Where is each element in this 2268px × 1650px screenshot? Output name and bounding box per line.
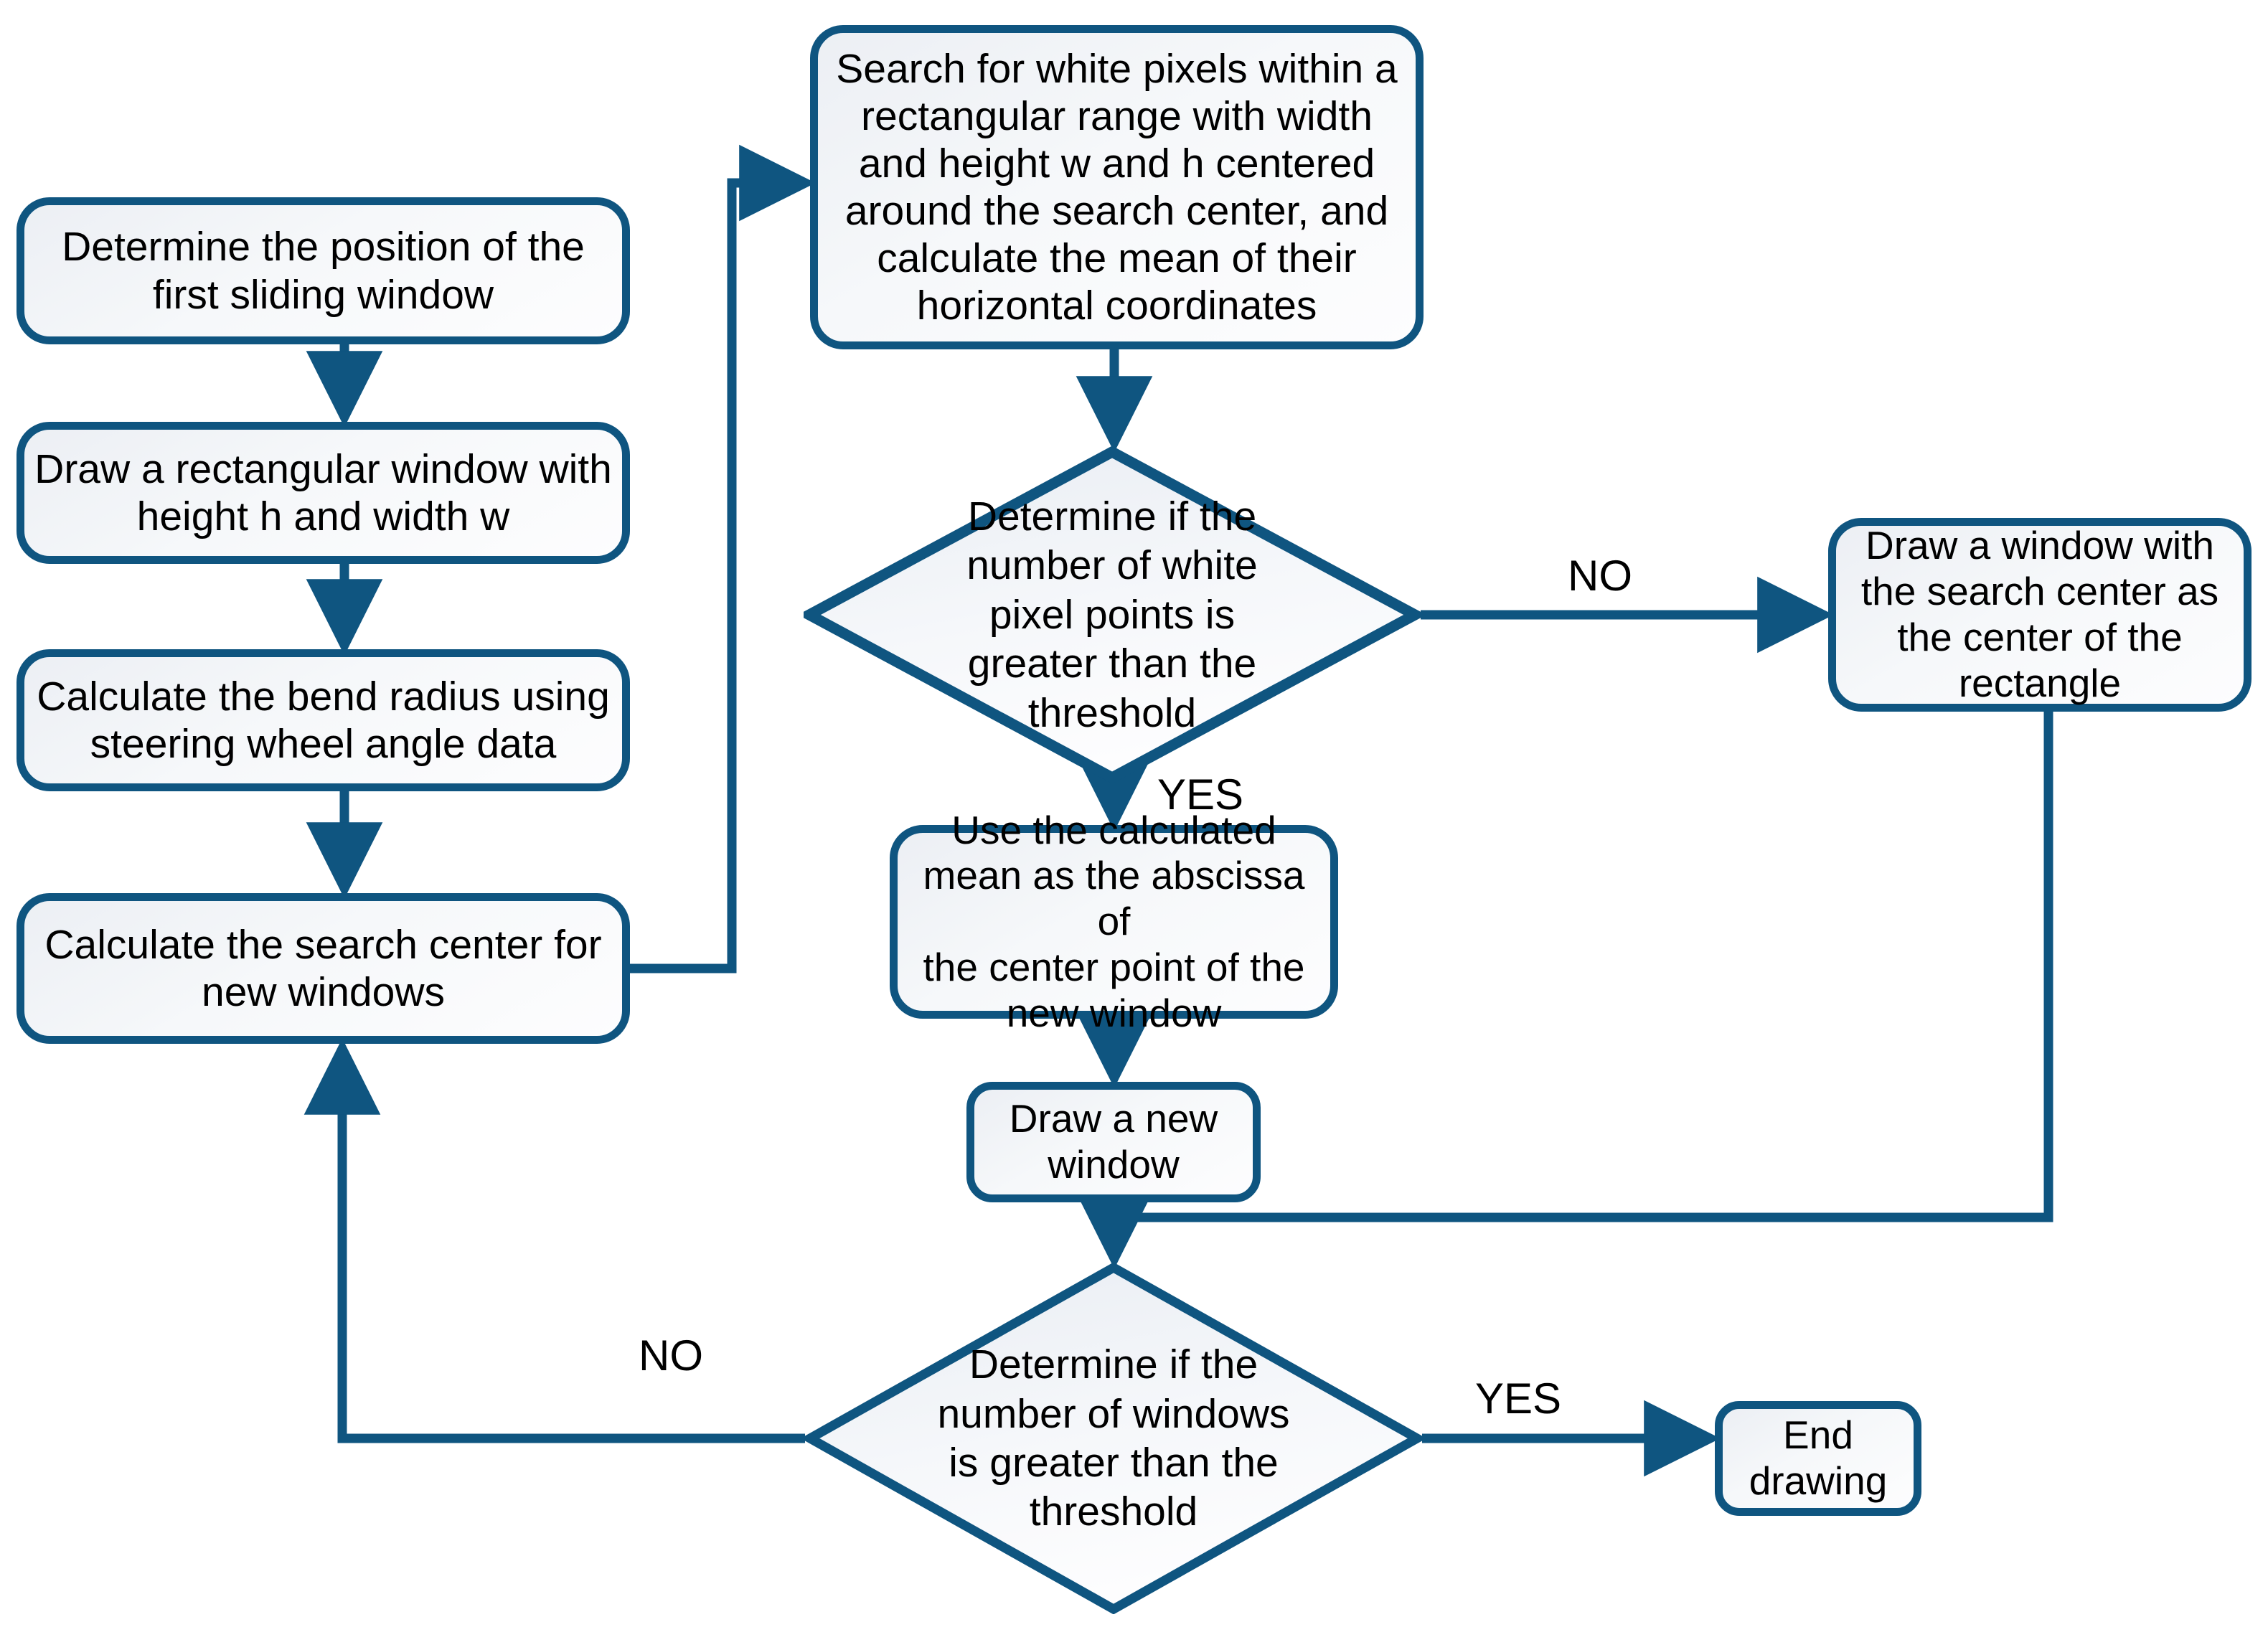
node-search-white-pixels[interactable]: Search for white pixels within a rectang… [810,25,1424,349]
node-calc-search-center[interactable]: Calculate the search center for new wind… [17,893,630,1044]
node-label: Calculate the bend radius using steering… [37,673,610,767]
node-label: Search for white pixels within a rectang… [836,45,1398,329]
node-label: Draw a new window [1009,1096,1218,1187]
node-label: Determine if the number of white pixel p… [966,494,1258,736]
edge-label-no-window-count: NO [639,1331,703,1380]
edge-decision2-no-to-search-center [304,1038,805,1443]
node-determine-first-window[interactable]: Determine the position of the first slid… [17,197,630,344]
node-label: Draw a rectangular window with height h … [34,446,612,539]
node-draw-new-window[interactable]: Draw a new window [966,1082,1261,1202]
edge-label-no-white-pixels: NO [1568,552,1632,600]
node-label: Calculate the search center for new wind… [44,921,602,1015]
edge-search-center-to-search-white [630,144,816,974]
node-label: Use the calculated mean as the abscissa … [923,807,1305,1035]
node-draw-window-search-center[interactable]: Draw a window with the search center as … [1828,518,2251,712]
node-draw-rect-window[interactable]: Draw a rectangular window with height h … [17,422,630,564]
node-decision-window-count[interactable]: Determine if the number of windows is gr… [805,1263,1422,1614]
edge-label-yes-white-pixels: YES [1157,770,1244,819]
node-decision-white-pixel-count[interactable]: Determine if the number of white pixel p… [804,446,1421,783]
node-calc-bend-radius[interactable]: Calculate the bend radius using steering… [17,649,630,791]
node-label: Determine the position of the first slid… [62,224,585,318]
node-label: Draw a window with the search center as … [1860,523,2219,705]
node-end-drawing[interactable]: End drawing [1715,1401,1921,1516]
node-label: Determine if the number of windows is gr… [937,1342,1290,1535]
edge-draw-window-to-decision2 [1114,712,2053,1222]
edge-label-yes-window-count: YES [1475,1375,1562,1423]
diamond-shape [805,1263,1422,1614]
node-label: End drawing [1749,1413,1888,1503]
node-use-calculated-mean[interactable]: Use the calculated mean as the abscissa … [890,808,1338,1035]
